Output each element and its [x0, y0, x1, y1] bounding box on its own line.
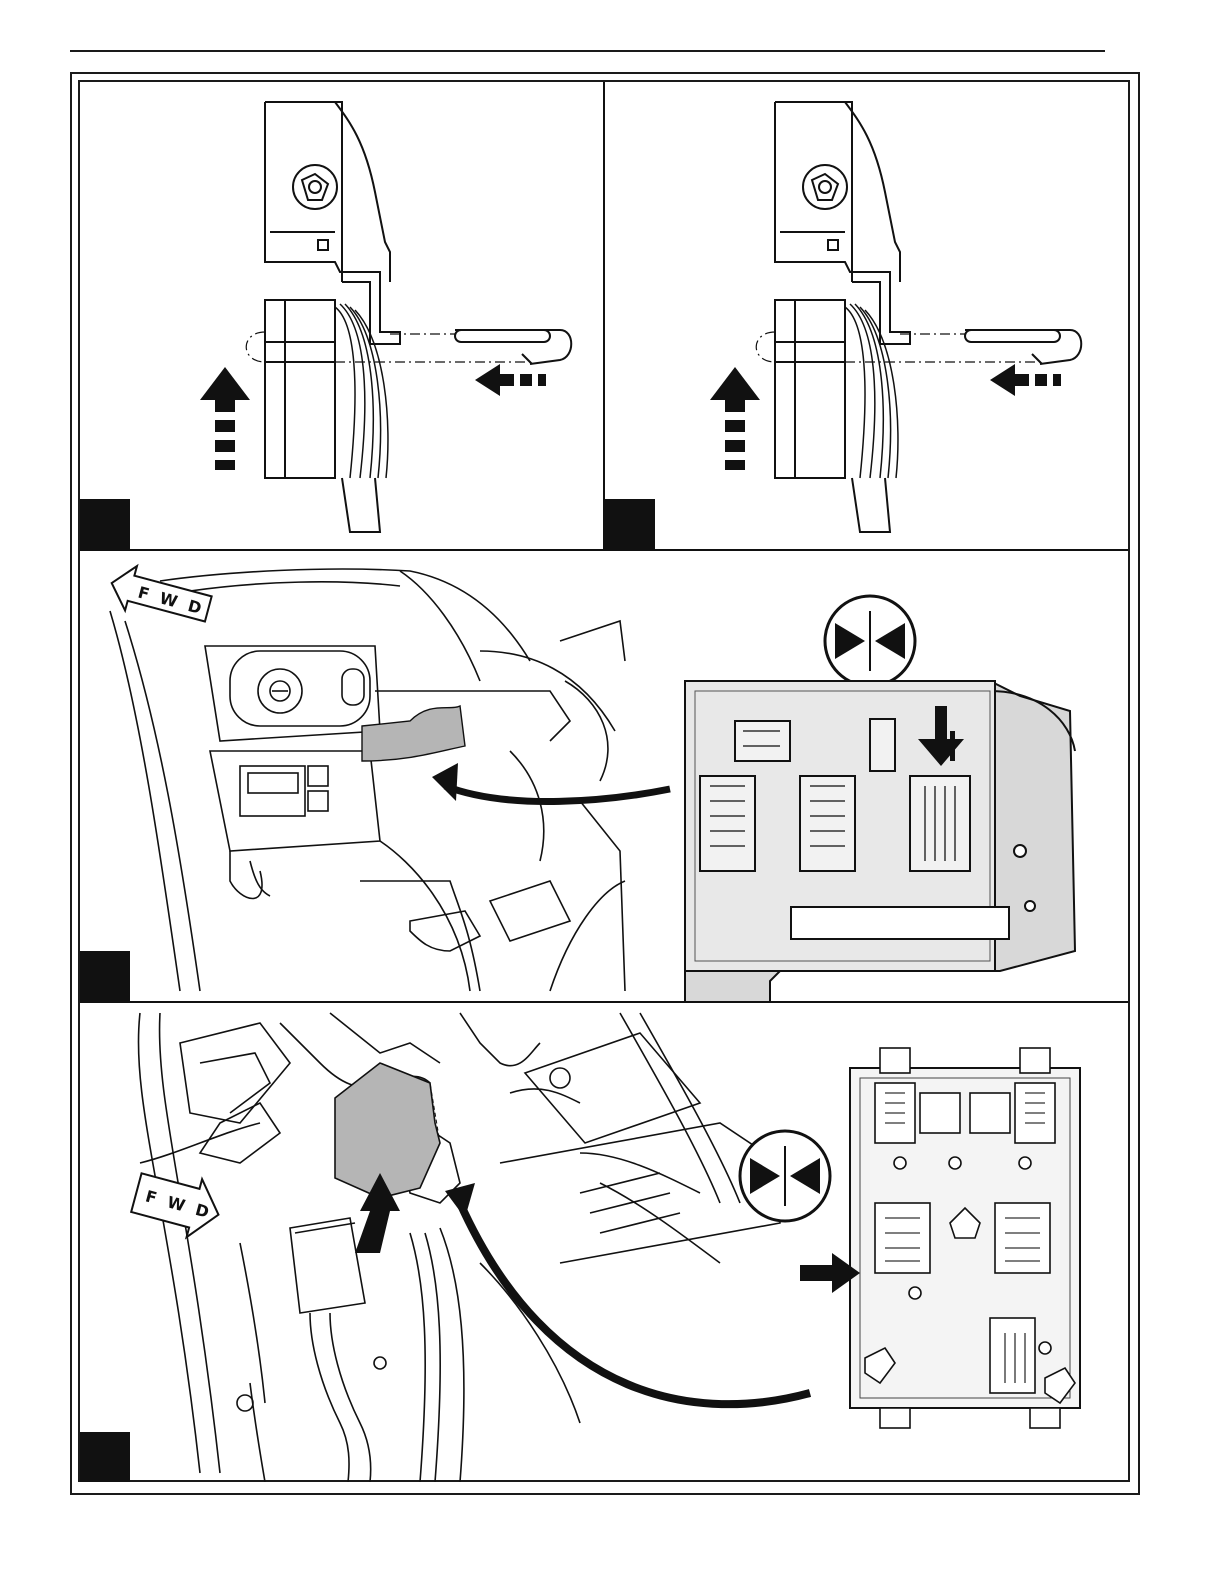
- connector-clip-illustration: [80, 82, 603, 549]
- connect-symbol-icon: [825, 596, 915, 686]
- connector-clip-illustration: [605, 82, 1128, 549]
- callout-arrowhead-icon: [432, 763, 458, 801]
- step-1-panel: [80, 82, 605, 551]
- step-number-tab: [605, 499, 655, 549]
- fwd-arrow-icon: F W D: [106, 561, 214, 631]
- highlighted-connector-area: [362, 706, 465, 761]
- dashed-arrow-up-icon: [710, 367, 760, 470]
- connect-symbol-icon: [740, 1131, 830, 1221]
- fuse-box-module: [850, 1048, 1080, 1428]
- callout-arrow-curve: [445, 786, 670, 801]
- highlighted-fuse-box: [335, 1063, 440, 1198]
- dashed-arrow-up-icon: [200, 367, 250, 470]
- dashed-arrow-left-icon: [990, 364, 1061, 396]
- step-number-tab: [80, 499, 130, 549]
- body-control-module: [685, 681, 1075, 1001]
- step-3-panel: F W D: [80, 551, 1128, 1003]
- callout-arrow-curve: [460, 1203, 810, 1404]
- callout-arrowhead-icon: [445, 1183, 475, 1218]
- step-number-tab: [80, 1432, 130, 1482]
- step-4-panel: F W D: [80, 1003, 1128, 1482]
- header-rule: [70, 50, 1105, 52]
- fuse-box-area-illustration: F W D: [80, 1003, 1128, 1482]
- step-2-panel: [605, 82, 1128, 551]
- inner-frame: F W D: [78, 80, 1130, 1482]
- step-number-tab: [80, 951, 130, 1001]
- connector-callout-label: [790, 906, 1010, 940]
- dashed-arrow-left-icon: [475, 364, 546, 396]
